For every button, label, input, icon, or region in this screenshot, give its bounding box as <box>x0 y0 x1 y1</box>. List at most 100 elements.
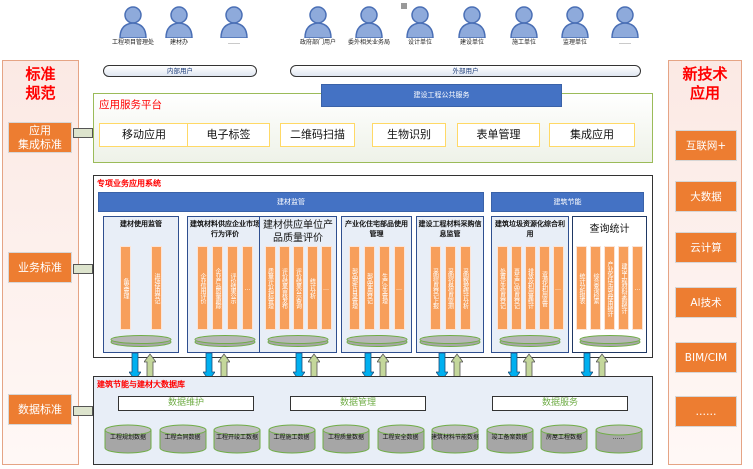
platform-title: 应用服务平台 <box>99 99 162 111</box>
user-external-7: …… <box>603 4 647 47</box>
module-function[interactable]: 部品部件目录管理 <box>348 246 360 330</box>
standard-label-line2: 集成标准 <box>18 137 62 151</box>
module-function[interactable]: 采购价格信息监测 <box>444 246 456 330</box>
module-function[interactable]: 评价结果审核发布 <box>278 246 290 330</box>
module-function[interactable]: 部品使用登记 <box>363 246 375 330</box>
data-store-label: 建筑材料节能数据 <box>431 434 480 441</box>
standard-app-integration[interactable]: 应用 集成标准 <box>8 122 72 153</box>
database-disk-icon <box>499 335 561 347</box>
module-title: 建筑垃圾资源化综合利用 <box>495 220 565 238</box>
app-service-platform: 应用服务平台 移动应用 电子标签 二维码扫描 生物识别 表单管理 集成应用 <box>93 93 653 163</box>
user-label: 委外相关业务局 <box>347 39 390 46</box>
special-business-system: 专项业务应用系统 建材监管 建筑节能 建材使用监管 备案管理 进场使用登记 建筑… <box>93 175 653 358</box>
standard-data[interactable]: 数据标准 <box>8 394 72 425</box>
database-icon <box>268 424 315 454</box>
module-function[interactable]: 产业化住宅部品使用统计 <box>604 246 615 330</box>
data-store-cylinder[interactable]: 房屋工程数据 <box>540 424 588 454</box>
module-query-statistics[interactable]: 查询统计 统计分析报表 综合查询检索 产业化住宅部品使用统计 建设工程材料采购统… <box>572 216 647 353</box>
platform-item-e-tag[interactable]: 电子标签 <box>187 123 270 147</box>
database-icon <box>322 424 370 454</box>
building-energy-banner: 建筑节能 <box>491 192 644 212</box>
module-materials-usage[interactable]: 建材使用监管 备案管理 进场使用登记 <box>103 216 179 353</box>
module-function[interactable]: 备案管理 <box>120 246 131 330</box>
data-service-bar[interactable]: 数据服务 <box>492 396 628 411</box>
module-function[interactable]: 排放及利用量统计 <box>524 246 536 330</box>
module-function[interactable]: 质量评价指标管理 <box>264 246 276 330</box>
module-function[interactable]: … <box>320 246 332 330</box>
tech-bim-cim[interactable]: BIM/CIM <box>675 342 737 373</box>
module-function[interactable]: 统计分析 <box>306 246 318 330</box>
user-external-5: 施工单位 <box>502 4 546 47</box>
standard-business[interactable]: 业务标准 <box>8 252 72 283</box>
user-icon <box>165 6 193 38</box>
module-function[interactable]: 资源化利用监管 <box>538 246 550 330</box>
data-store-cylinder[interactable]: …… <box>595 424 643 454</box>
platform-item-form-mgmt[interactable]: 表单管理 <box>457 123 540 147</box>
platform-item-integration[interactable]: 集成应用 <box>549 123 635 147</box>
module-function[interactable]: 进场使用登记 <box>151 246 162 330</box>
new-tech-title-line2: 应用 <box>689 84 720 102</box>
module-function[interactable]: … <box>242 246 253 330</box>
module-function[interactable]: 生产企业管理 <box>378 246 390 330</box>
module-function[interactable]: … <box>632 246 643 330</box>
data-store-label: 工程规划数据 <box>109 434 146 441</box>
user-internal-2: 建材办 <box>157 4 201 47</box>
tech-big-data[interactable]: 大数据 <box>675 181 737 212</box>
data-store-cylinder[interactable]: 工程安全数据 <box>377 424 425 454</box>
data-management-bar[interactable]: 数据管理 <box>290 396 426 411</box>
module-function[interactable]: 评价结果公示查询 <box>292 246 304 330</box>
user-icon <box>611 6 639 38</box>
data-store-cylinder[interactable]: 工程规划数据 <box>104 424 152 454</box>
module-function[interactable]: … <box>393 246 405 330</box>
module-function[interactable]: 企业信用评价 <box>197 246 208 330</box>
database-disk-icon <box>579 335 640 347</box>
module-function[interactable]: 处置企业信息登记 <box>496 246 508 330</box>
module-function[interactable]: … <box>552 246 564 330</box>
module-function[interactable]: 采购信息登记上报 <box>429 246 441 330</box>
platform-item-mobile[interactable]: 移动应用 <box>99 123 189 147</box>
user-icon <box>561 6 589 38</box>
module-waste-recycling[interactable]: 建筑垃圾资源化综合利用 处置企业信息登记 再生产品信息登记 排放及利用量统计 资… <box>491 216 569 353</box>
database-icon <box>213 424 261 454</box>
module-function[interactable]: 评价结果公示 <box>227 246 238 330</box>
module-function[interactable]: 企业产品质量跟踪 <box>212 246 223 330</box>
connector-arrow-icon <box>73 125 100 141</box>
user-label: 建设单位 <box>459 39 484 46</box>
user-label: …… <box>228 39 240 46</box>
database-disk-icon <box>419 335 481 347</box>
user-icon <box>220 6 248 38</box>
platform-item-biometric[interactable]: 生物识别 <box>372 123 446 147</box>
data-store-cylinder[interactable]: 竣工备案数据 <box>486 424 534 454</box>
platform-item-qr-scan[interactable]: 二维码扫描 <box>280 123 355 147</box>
data-store-cylinder[interactable]: 工程开竣工数据 <box>213 424 261 454</box>
module-prefab-components[interactable]: 产业化住宅部品使用管理 部品部件目录管理 部品使用登记 生产企业管理 … <box>341 216 412 353</box>
connector-arrow-icon <box>73 261 100 277</box>
data-store-cylinder[interactable]: 工程合同数据 <box>159 424 207 454</box>
database-icon <box>377 424 424 454</box>
module-function[interactable]: 再生产品信息登记 <box>510 246 522 330</box>
database-disk-icon <box>194 335 256 347</box>
data-store-cylinder[interactable]: 工程质量数据 <box>322 424 370 454</box>
tech-cloud[interactable]: 云计算 <box>675 232 737 263</box>
module-title: 建材使用监管 <box>120 220 162 228</box>
module-function[interactable]: 采购数据统计分析 <box>459 246 471 330</box>
data-store-cylinder[interactable]: 工程施工数据 <box>268 424 316 454</box>
standards-title: 标准 规范 <box>3 65 78 103</box>
user-icon <box>406 6 434 38</box>
data-store-cylinder[interactable]: 建筑材料节能数据 <box>431 424 479 454</box>
business-title: 专项业务应用系统 <box>97 179 161 188</box>
tech-more[interactable]: …… <box>675 396 737 427</box>
module-function[interactable]: 建设工程材料采购统计 <box>618 246 629 330</box>
module-function[interactable]: 综合查询检索 <box>590 246 601 330</box>
module-procurement-info[interactable]: 建设工程材料采购信息监管 采购信息登记上报 采购价格信息监测 采购数据统计分析 <box>416 216 484 353</box>
tech-internet-plus[interactable]: 互联网+ <box>675 130 737 161</box>
database-disk-icon <box>110 335 172 347</box>
data-maintenance-bar[interactable]: 数据维护 <box>118 396 254 411</box>
module-supplier-market-evaluation[interactable]: 建筑材料供应企业市场行为评价 企业信用评价 企业产品质量跟踪 评价结果公示 … <box>187 216 263 353</box>
module-function[interactable]: 统计分析报表 <box>576 246 587 330</box>
tech-ai[interactable]: AI技术 <box>675 287 737 318</box>
user-internal-3: …… <box>212 4 256 47</box>
public-service-banner: 建设工程公共服务 <box>321 84 562 107</box>
module-product-quality-evaluation[interactable]: 建材供应单位产品质量评价 质量评价指标管理 评价结果审核发布 评价结果公示查询 … <box>259 216 337 353</box>
standards-title-line2: 规范 <box>25 84 56 102</box>
